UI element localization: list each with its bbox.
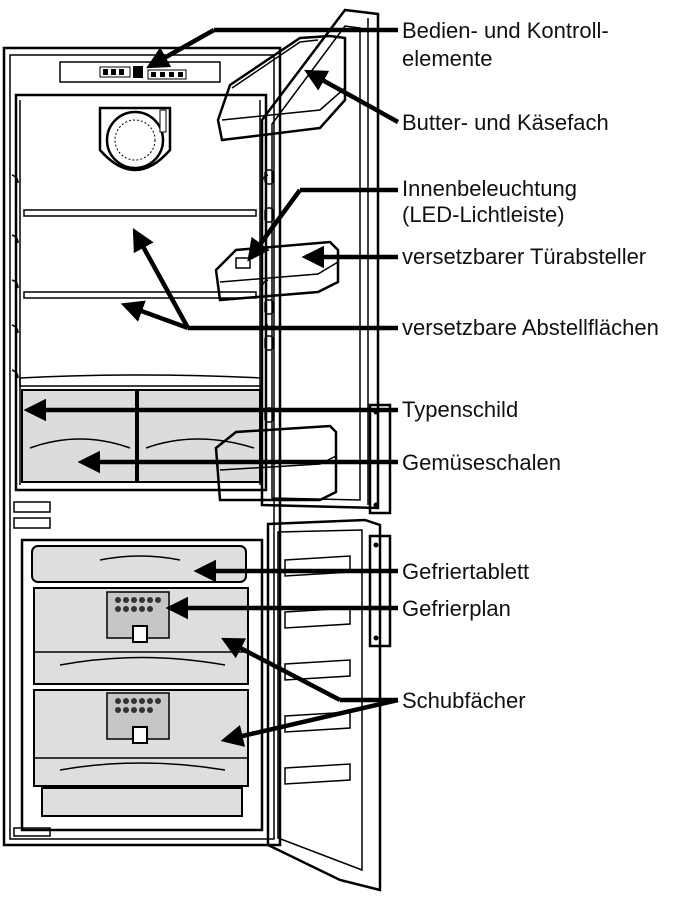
freezer-drawer-3 <box>41 787 243 817</box>
hinge-plate <box>368 403 392 515</box>
lower-hinge-plate <box>368 534 392 648</box>
label-vegetable-bins: Gemüseschalen <box>402 450 561 475</box>
label-shelves: versetzbare Abstellflächen <box>402 315 659 340</box>
labels: Bedien- und Kontroll- elemente Butter- u… <box>402 18 659 713</box>
label-lighting-line1: Innenbeleuchtung <box>402 176 577 201</box>
butter-cheese-compartment <box>216 34 347 142</box>
shelf-rails <box>11 174 269 379</box>
label-freezing-chart: Gefrierplan <box>402 596 511 621</box>
freezer-drawer-2 <box>33 689 249 787</box>
glass-shelf <box>23 291 257 299</box>
label-door-shelf: versetzbarer Türabsteller <box>402 244 646 269</box>
label-rating-plate: Typenschild <box>402 397 518 422</box>
label-controls-line1: Bedien- und Kontroll- <box>402 18 609 43</box>
label-freezer-tray: Gefriertablett <box>402 559 529 584</box>
vegetable-bin-right <box>137 389 261 483</box>
fan-unit-icon <box>98 106 172 172</box>
label-lighting-line2: (LED-Lichtleiste) <box>402 202 565 227</box>
label-butter-compartment: Butter- und Käsefach <box>402 110 609 135</box>
label-drawers: Schubfächer <box>402 688 526 713</box>
callout-arrows <box>23 27 400 747</box>
glass-shelf <box>23 209 257 217</box>
freezer-drawer-1 <box>33 587 249 685</box>
fridge-body <box>2 46 282 847</box>
vegetable-bin-left <box>21 389 137 483</box>
label-controls-line2: elemente <box>402 46 493 71</box>
led-strip-icon <box>235 257 251 269</box>
control-panel-icon <box>99 66 187 80</box>
freezer-tray <box>31 545 247 583</box>
